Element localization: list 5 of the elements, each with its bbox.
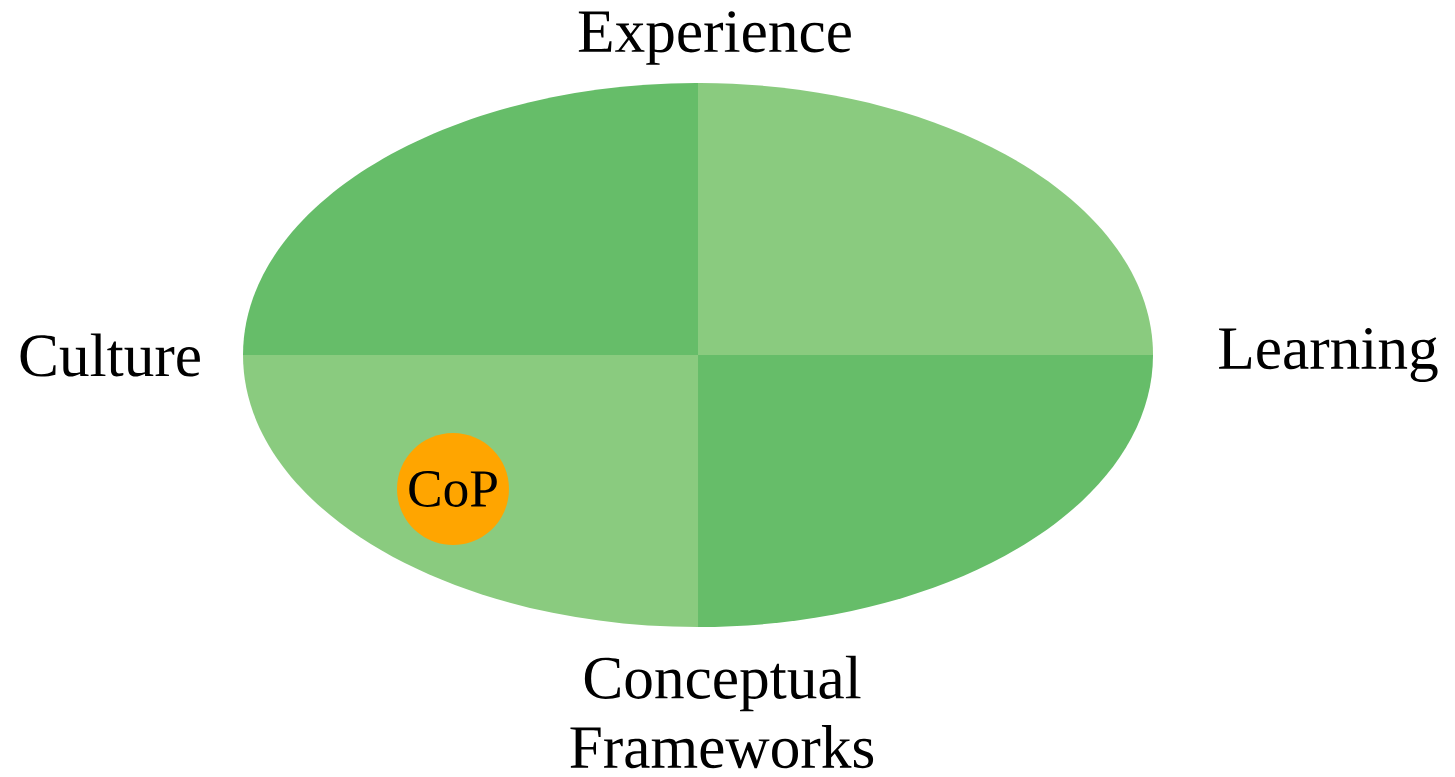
axis-label: Conceptual Frameworks [570,655,874,769]
axis-label: Culture [20,333,200,377]
axis-label: Learning [1219,328,1438,382]
circle-node: CoP [397,433,509,545]
axis-label: Experience [578,11,851,65]
